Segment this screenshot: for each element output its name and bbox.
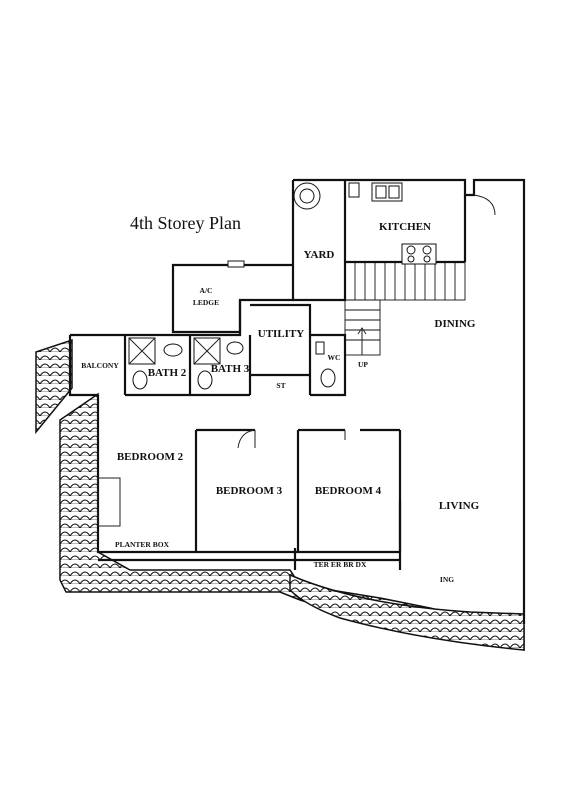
toilet-icon: [132, 370, 148, 390]
room-label-bath3: BATH 3: [211, 363, 250, 375]
room-label-bedroom3: BEDROOM 3: [216, 485, 283, 497]
label-planter-box-right: TER ER BR DX: [314, 560, 367, 569]
stair-label-up: UP: [358, 360, 368, 369]
room-label-living: LIVING: [439, 500, 480, 512]
room-label-dining: DINING: [435, 318, 476, 330]
interior-walls: [97, 194, 496, 552]
room-labels: KITCHEN YARD A/C LEDGE UTILITY DINING WC…: [81, 221, 479, 584]
room-label-balcony: BALCONY: [81, 361, 119, 370]
room-label-kitchen: KITCHEN: [379, 221, 431, 233]
hob-icon: [401, 243, 437, 265]
plan-title: 4th Storey Plan: [130, 213, 241, 233]
label-ing-fragment: ING: [440, 575, 454, 584]
room-label-bath2: BATH 2: [148, 367, 187, 379]
staircase: [344, 261, 466, 356]
room-label-ac-ledge-line2: LEDGE: [193, 298, 219, 307]
toilet-icon: [320, 368, 336, 388]
room-label-bedroom4: BEDROOM 4: [315, 485, 382, 497]
room-label-wc: WC: [328, 353, 341, 362]
label-planter-box-left: PLANTER BOX: [115, 540, 170, 549]
room-label-store: ST: [276, 381, 285, 390]
roof-tiles: [35, 338, 525, 651]
basin-icon: [226, 341, 244, 355]
toilet-icon: [197, 370, 213, 390]
fixtures: [128, 182, 437, 390]
basin-icon: [163, 343, 183, 357]
room-label-utility: UTILITY: [258, 328, 305, 340]
room-label-bedroom2: BEDROOM 2: [117, 451, 184, 463]
room-label-yard: YARD: [304, 249, 335, 261]
outer-walls: [68, 178, 526, 624]
room-label-ac-ledge-line1: A/C: [200, 286, 213, 295]
